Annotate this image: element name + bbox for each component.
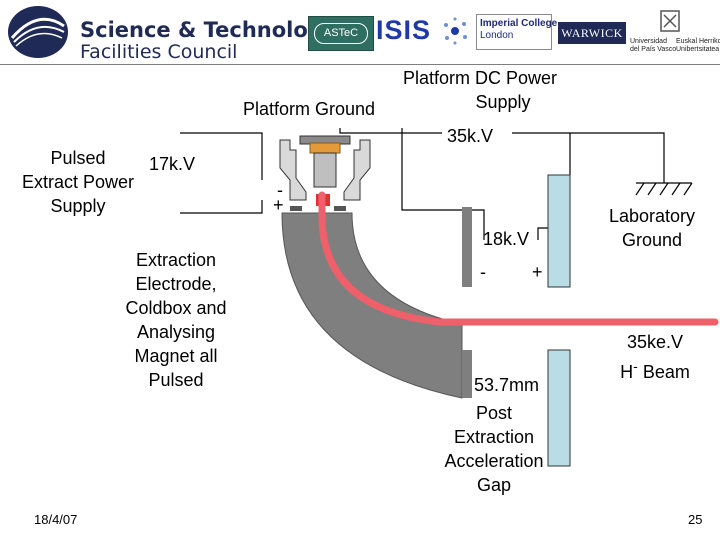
ion-source-assembly: [279, 135, 371, 211]
ehu-line1: Universidad: [630, 38, 667, 45]
wire-17kv-bottom: [180, 200, 263, 214]
beam-label: 35ke.V H- Beam: [600, 330, 710, 384]
beam-description: H- Beam: [600, 354, 710, 384]
org-title: Science & Technology: [80, 18, 337, 42]
warwick-logo: WARWICK: [558, 22, 626, 44]
ehu-line4: Unibertsitatea: [676, 46, 720, 53]
extraction-label: Extraction Electrode, Coldbox and Analys…: [112, 248, 240, 392]
electrode-right: [334, 206, 346, 211]
imperial-line2: London: [480, 30, 514, 41]
minus-left-sign: -: [277, 180, 283, 200]
astec-logo: ASTeC: [308, 16, 374, 51]
h-minus-beam: [318, 191, 719, 326]
extraction-line1: Extraction: [135, 250, 217, 270]
ehu-crest-icon: [660, 10, 680, 32]
extraction-line3: Coldbox and: [125, 298, 227, 318]
ehu-line3: Euskal Herriko: [676, 38, 720, 45]
post-extraction-label: Post Extraction Acceleration Gap: [434, 401, 554, 497]
imperial-line1: Imperial College: [480, 18, 558, 29]
source-body-right: [343, 139, 371, 201]
astec-logo-text: ASTeC: [314, 23, 368, 44]
extraction-line2: Electrode,: [135, 274, 217, 294]
post-line3: Acceleration: [444, 451, 544, 471]
kv17-label: 17k.V: [149, 154, 196, 174]
wire-lab-ground: [570, 132, 665, 183]
ehu-text-right: Euskal Herriko Unibertsitatea: [676, 38, 720, 54]
platform-dc-line2: Supply: [475, 92, 531, 112]
source-plasma-chamber: [309, 142, 341, 154]
kv35-label: 35k.V: [447, 126, 494, 146]
magnet-exit-plate-bottom: [462, 350, 472, 398]
imperial-logo: Imperial College London: [476, 14, 558, 50]
org-subtitle: Facilities Council: [80, 41, 238, 63]
post-line1: Post: [475, 403, 513, 423]
plus-left-sign: +: [273, 195, 284, 215]
circuit-wires: [180, 128, 665, 240]
extraction-line5: Magnet all: [134, 346, 218, 366]
electrode-left: [290, 206, 302, 211]
platform-dc-label: Platform DC Power Supply: [395, 66, 565, 114]
source-body-left: [279, 139, 307, 201]
pulsed-psu-label: Pulsed Extract Power Supply: [10, 146, 146, 218]
isis-logo: ISIS: [376, 15, 432, 45]
ehu-text-left: Universidad del País Vasco: [630, 38, 676, 54]
ground-electrode-top: [547, 174, 571, 288]
beam-word: Beam: [642, 362, 690, 382]
ehu-line2: del País Vasco: [630, 46, 677, 53]
plus-right-sign: +: [532, 262, 543, 282]
wire-35kv-left: [339, 128, 442, 134]
ground-electrode-bottom: [547, 349, 571, 467]
lab-ground-label: Laboratory Ground: [596, 204, 708, 252]
header-divider: [0, 64, 720, 65]
wire-18kv-right: [537, 227, 548, 240]
lab-ground-line2: Ground: [621, 230, 683, 250]
wire-35kv-right: [512, 132, 571, 175]
pulsed-line2: Extract Power: [21, 172, 135, 192]
magnet-exit-plate-top: [462, 207, 472, 287]
post-line2: Extraction: [453, 427, 535, 447]
source-core: [313, 152, 337, 188]
pulsed-line1: Pulsed: [50, 148, 106, 168]
header-banner: Science & Technology Facilities Council …: [0, 0, 720, 64]
kv18-label: 18k.V: [483, 229, 530, 249]
page-number: 25: [688, 512, 703, 527]
beam-ion: H: [620, 362, 634, 382]
post-line4: Gap: [476, 475, 512, 495]
gap-distance-label: 53.7mm: [474, 375, 540, 395]
ground-icon: [635, 182, 693, 196]
extraction-line4: Analysing: [136, 322, 216, 342]
beam-charge: -: [633, 358, 638, 374]
platform-dc-line1: Platform DC Power: [402, 68, 558, 88]
lab-ground-line1: Laboratory: [608, 206, 696, 226]
stfc-logo-icon: [8, 6, 68, 58]
footer-date: 18/4/07: [34, 512, 78, 527]
pulsed-line3: Supply: [50, 196, 106, 216]
wire-18kv-left: [401, 128, 485, 240]
wire-17kv-top: [180, 132, 263, 180]
minus-right-sign: -: [480, 262, 486, 282]
isis-dots-icon: [444, 17, 467, 45]
extraction-line6: Pulsed: [148, 370, 204, 390]
beam-energy: 35ke.V: [626, 332, 684, 352]
platform-ground-label: Platform Ground: [243, 99, 376, 119]
